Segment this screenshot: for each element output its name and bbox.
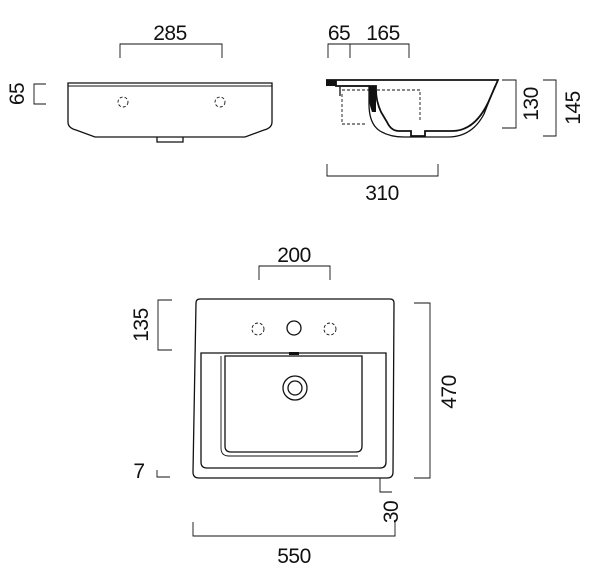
plan-view-outline <box>192 298 395 479</box>
side-view-wall-section <box>369 86 376 112</box>
dim-label-front-width: 550 <box>277 545 311 568</box>
dim-label-top-width: 285 <box>153 22 187 45</box>
side-view-bowl-inner <box>342 85 496 138</box>
dim-label-front-height: 470 <box>438 375 461 409</box>
dim-line-side-depth <box>326 164 439 177</box>
drain-inner <box>287 380 303 396</box>
dim-line-small-left <box>156 470 170 478</box>
dim-label-top-margin: 135 <box>130 308 153 342</box>
plan-view-bowl-shadow <box>220 356 358 457</box>
dim-label-tap-spacing: 200 <box>277 244 311 267</box>
overflow-slot <box>289 352 299 355</box>
dim-line-side-inner-height <box>502 79 517 129</box>
plan-view: 200 135 7 470 30 550 <box>130 244 461 568</box>
tap-hole-center <box>286 320 302 336</box>
dim-label-side-basin: 165 <box>366 22 400 45</box>
side-view-rim-section <box>326 80 336 86</box>
dim-line-tap-spacing <box>258 265 331 280</box>
dim-label-side-rim: 65 <box>328 22 350 45</box>
dim-label-front-bottom: 30 <box>380 501 403 523</box>
side-view-dashed-lines <box>341 89 421 125</box>
dim-label-small-left: 7 <box>133 460 144 483</box>
top-view-outline <box>67 82 273 138</box>
dim-line-front-bottom <box>379 478 392 493</box>
dim-label-top-height: 65 <box>6 83 29 105</box>
side-view-section-outline <box>326 79 500 137</box>
dim-line-front-width <box>192 522 396 537</box>
top-view-drain <box>156 137 184 143</box>
dim-label-side-depth: 310 <box>365 182 399 205</box>
side-view: 65 165 130 145 310 <box>326 22 585 205</box>
tap-hole-left-plan <box>251 322 265 336</box>
dim-line-front-height <box>414 302 431 479</box>
dim-line-side-outer-height <box>543 79 557 137</box>
dim-line-top-margin <box>157 299 172 351</box>
dim-line-top-width <box>119 43 223 58</box>
dim-line-side-top <box>327 43 410 58</box>
dim-line-top-height <box>33 83 46 105</box>
drain-outer <box>282 375 308 401</box>
tap-hole-right <box>214 96 226 108</box>
dim-label-side-outer-height: 145 <box>562 91 585 125</box>
dim-label-side-inner-height: 130 <box>520 87 543 121</box>
tap-hole-right-plan <box>323 322 337 336</box>
plan-view-basin-opening <box>200 352 387 469</box>
tap-hole-left <box>117 96 129 108</box>
plan-view-bowl <box>224 355 363 453</box>
top-view: 285 65 <box>6 22 273 143</box>
